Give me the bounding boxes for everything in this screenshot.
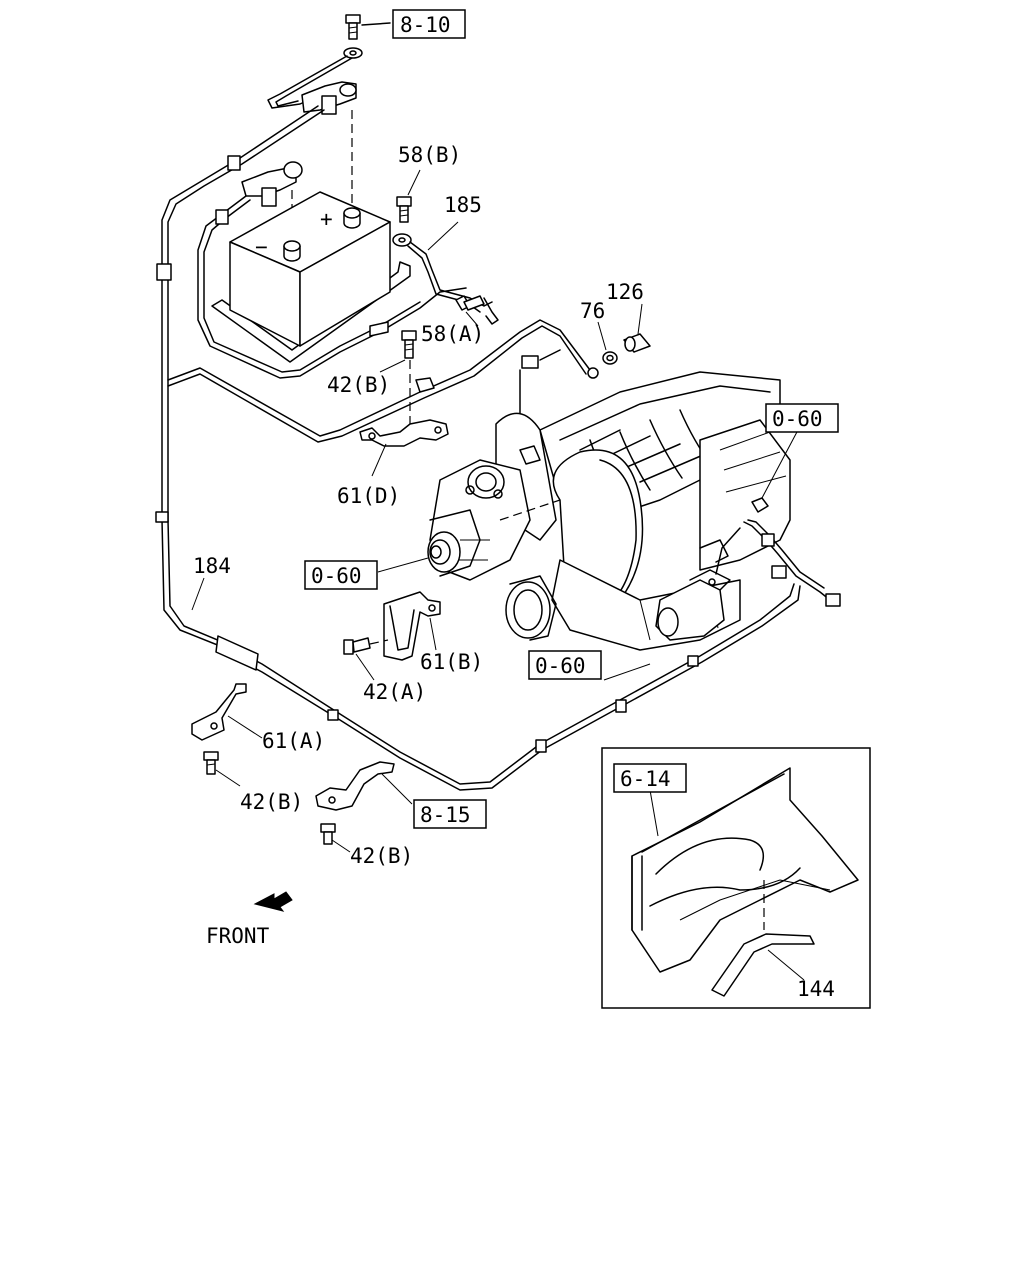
top-cable-assembly (155, 14, 599, 651)
front-label: FRONT (206, 924, 270, 948)
cable-184 (191, 577, 801, 791)
callout-8-10: 8-10 (400, 13, 451, 37)
bolt-icon (343, 637, 389, 681)
bolt-icon (455, 295, 485, 327)
callouts: 8-10 58(B) 185 126 76 58(A) 42(B) 0-60 6… (193, 9, 839, 1001)
ref-box-0-60-bottom (528, 650, 602, 680)
front-arrow-icon (253, 891, 293, 912)
bushing-126 (623, 303, 651, 353)
bracket-61a (191, 683, 263, 741)
bracket-61b (383, 591, 441, 661)
battery-negative-mark: − (255, 235, 268, 259)
battery-positive-mark: + (320, 207, 333, 231)
callout-58a: 58(A) (421, 322, 484, 346)
callout-126: 126 (606, 280, 644, 304)
callout-144: 144 (797, 977, 835, 1001)
ref-box-8-10 (392, 9, 466, 39)
ref-box-6-14 (613, 763, 687, 793)
callout-184: 184 (193, 554, 231, 578)
ref-box-0-60-right (765, 403, 839, 433)
bolt-icon (345, 14, 361, 40)
callout-0-60-bottom: 0-60 (535, 654, 586, 678)
callout-42b-left: 42(B) (240, 790, 303, 814)
bolt-icon (379, 330, 417, 430)
callout-8-15: 8-15 (420, 803, 471, 827)
callout-61d: 61(D) (337, 484, 400, 508)
bolt-icon (320, 823, 351, 853)
ref-box-8-15 (413, 799, 487, 829)
callout-42b-bottom: 42(B) (350, 844, 413, 868)
callout-0-60-left: 0-60 (311, 564, 362, 588)
ref-box-0-60-left (304, 560, 378, 590)
callout-61a: 61(A) (262, 729, 325, 753)
bracket-8-15 (315, 761, 413, 811)
callout-76: 76 (580, 299, 605, 323)
callout-0-60-right: 0-60 (772, 407, 823, 431)
battery: + − (211, 191, 411, 363)
callout-61b: 61(B) (420, 650, 483, 674)
bolt-icon (203, 751, 241, 787)
bolt-icon (396, 169, 421, 223)
nut-icon (597, 321, 618, 365)
callout-6-14: 6-14 (620, 767, 671, 791)
bracket-61d (359, 377, 449, 477)
callout-42a: 42(A) (363, 680, 426, 704)
callout-58b: 58(B) (398, 143, 461, 167)
callout-185: 185 (444, 193, 482, 217)
callout-42b-top: 42(B) (327, 373, 390, 397)
engine (427, 371, 841, 651)
